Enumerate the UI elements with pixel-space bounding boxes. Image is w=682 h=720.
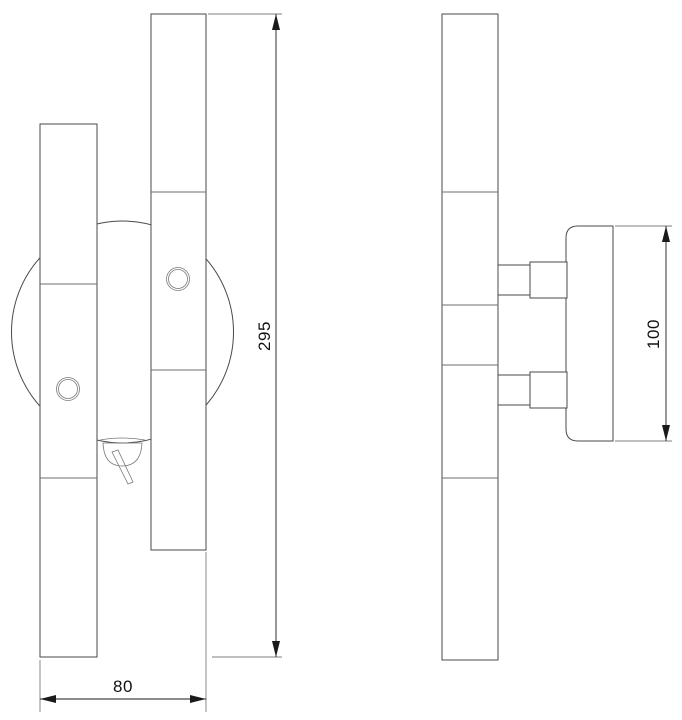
- left-tube-screw-inner-icon: [58, 379, 78, 399]
- disc-dim-label: 100: [644, 319, 663, 349]
- height-arrow-bottom-icon: [272, 641, 280, 657]
- dimension-overall-height: 295: [208, 13, 282, 658]
- width-dim-label: 80: [113, 677, 133, 696]
- switch-knob: [99, 437, 146, 485]
- left-tube-screw-outer-icon: [56, 377, 80, 401]
- switch-knob-top-arc: [99, 437, 146, 441]
- width-arrow-left-icon: [40, 695, 56, 703]
- front-view: [11, 13, 234, 658]
- disc-arrow-top-icon: [662, 226, 670, 242]
- round-disc-head: [565, 225, 614, 442]
- dimension-disc-height: 100: [615, 225, 672, 442]
- side-view: [441, 13, 614, 661]
- center-tube-screw-inner-icon: [168, 269, 188, 289]
- left-tube: [39, 123, 98, 658]
- height-arrow-top-icon: [272, 14, 280, 30]
- side-tube: [441, 13, 499, 661]
- dimension-overall-width: 80: [39, 552, 207, 712]
- center-tube: [150, 13, 207, 551]
- center-tube-screw-outer-icon: [166, 267, 190, 291]
- lower-arm-block: [529, 371, 568, 409]
- width-arrow-right-icon: [190, 695, 206, 703]
- switch-knob-body: [102, 442, 143, 467]
- upper-arm-block: [529, 261, 568, 299]
- height-dim-label: 295: [255, 321, 274, 351]
- switch-knob-lever: [111, 449, 134, 485]
- disc-arrow-bottom-icon: [662, 425, 670, 441]
